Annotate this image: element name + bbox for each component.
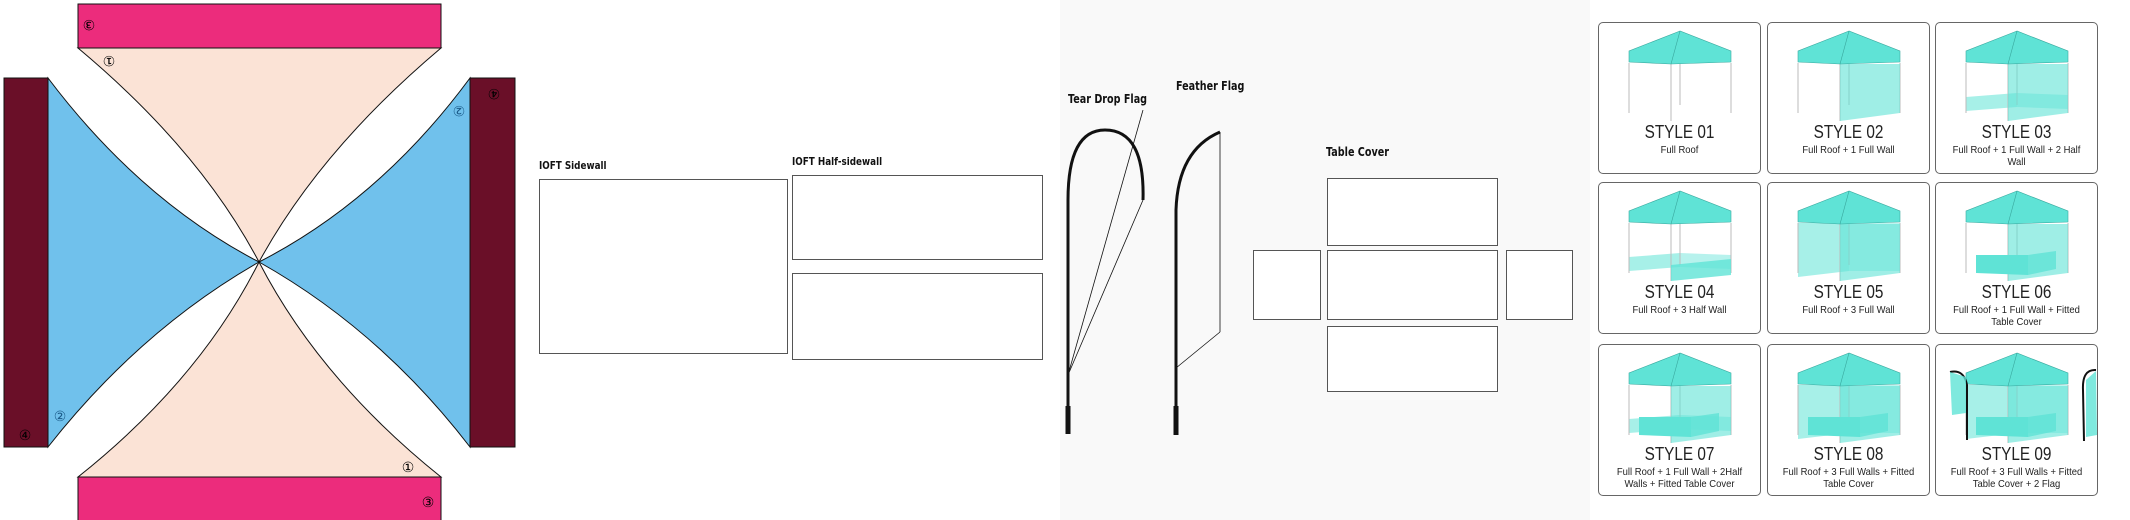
style-title: STYLE 04 [1644,282,1715,302]
table-cover-bottom-panel [1327,326,1498,392]
half-sidewall-label: IOFT Half-sidewall [792,155,883,168]
tear-drop-flag-label: Tear Drop Flag [1068,92,1148,106]
style-description: Full Roof + 1 Full Wall + Fitted Table C… [1953,304,2080,328]
marker-bottom-panel: ① [402,459,415,475]
table-cover-front-panel [1327,250,1498,320]
style-card[interactable]: STYLE 07 Full Roof + 1 Full Wall + 2Half… [1598,344,1761,496]
tear-drop-flag [1065,110,1145,434]
tent-illustration-icon [1797,190,1901,281]
end-bar-top [77,3,442,49]
feather-flag [1173,130,1221,435]
style-title: STYLE 05 [1813,282,1884,302]
style-description: Full Roof + 1 Full Wall [1802,144,1895,156]
table-cover-top-panel [1327,178,1498,246]
style-card[interactable]: STYLE 03 Full Roof + 1 Full Wall + 2 Hal… [1935,22,2098,174]
style-title: STYLE 01 [1644,122,1715,142]
style-description: Full Roof + 3 Half Wall [1632,304,1727,316]
marker-bottom-bar: ③ [422,494,435,510]
style-card[interactable]: STYLE 09 Full Roof + 3 Full Walls + Fitt… [1935,344,2098,496]
marker-top-panel: ① [103,53,116,69]
style-description: Full Roof [1660,144,1699,156]
marker-right-side: ② [453,103,466,119]
marker-left-side: ② [54,408,67,424]
style-card[interactable]: STYLE 02 Full Roof + 1 Full Wall [1767,22,1930,174]
sidewall-label: IOFT Sidewall [539,159,607,172]
style-card[interactable]: STYLE 04 Full Roof + 3 Half Wall [1598,182,1761,334]
side-bar-left [3,77,49,448]
flags-and-table-area [1060,0,1590,520]
style-card[interactable]: STYLE 05 Full Roof + 3 Full Wall [1767,182,1930,334]
side-panel-right [257,76,471,449]
table-cover-left-panel [1253,250,1321,320]
flag-diagrams [1065,110,1221,435]
marker-right-bar: ④ [488,86,501,102]
table-cover-right-panel [1506,250,1573,320]
table-cover-label: Table Cover [1326,145,1389,159]
tent-illustration-icon [1949,352,2097,443]
tent-illustration-icon [1965,30,2069,121]
tent-illustration-icon [1797,352,1901,443]
tent-illustration-icon [1628,352,1732,443]
style-title: STYLE 02 [1813,122,1884,142]
style-card[interactable]: STYLE 01 Full Roof [1598,22,1761,174]
tent-illustration-icon [1965,190,2069,281]
sidewall-panel [539,179,788,354]
style-description: Full Roof + 3 Full Walls + Fitted Table … [1950,466,2083,490]
marker-left-bar: ④ [19,427,32,443]
style-description: Full Roof + 3 Full Wall [1802,304,1895,316]
feather-flag-label: Feather Flag [1176,79,1245,93]
tent-illustration-icon [1628,190,1732,281]
style-title: STYLE 08 [1813,444,1884,464]
style-card[interactable]: STYLE 08 Full Roof + 3 Full Walls + Fitt… [1767,344,1930,496]
style-description: Full Roof + 1 Full Wall + 2Half Walls + … [1616,466,1743,490]
canopy-pattern-diagram: ③ ① ② ④ ④ ② ① ③ [3,3,516,520]
style-description: Full Roof + 1 Full Wall + 2 Half Wall [1952,144,2081,168]
style-description: Full Roof + 3 Full Walls + Fitted Table … [1782,466,1915,490]
end-bar-bottom [77,476,442,520]
style-card[interactable]: STYLE 06 Full Roof + 1 Full Wall + Fitte… [1935,182,2098,334]
style-title: STYLE 09 [1981,444,2052,464]
style-title: STYLE 03 [1981,122,2052,142]
style-title: STYLE 07 [1644,444,1715,464]
half-sidewall-panel [792,175,1043,260]
tent-illustration-icon [1797,30,1901,121]
half-sidewall-panel [792,273,1043,360]
marker-top-bar: ③ [83,17,96,33]
tent-illustration-icon [1628,30,1732,121]
side-bar-right [469,77,516,448]
style-title: STYLE 06 [1981,282,2052,302]
